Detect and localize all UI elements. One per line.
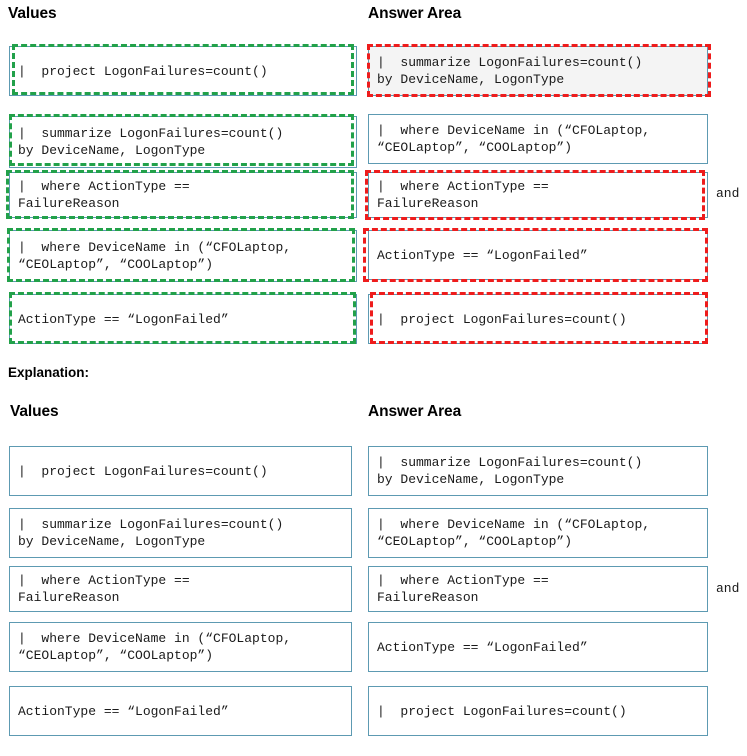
answer-slot[interactable]: | summarize LogonFailures=count() by Dev… (368, 446, 708, 496)
answer-slot-text: ActionType == “LogonFailed” (377, 247, 588, 263)
value-option[interactable]: | where DeviceName in (“CFOLaptop, “CEOL… (9, 622, 352, 672)
values-heading: Values (8, 5, 57, 22)
value-option[interactable]: | summarize LogonFailures=count() by Dev… (9, 508, 352, 558)
answer-area-heading: Answer Area (368, 403, 462, 420)
value-option-text: | summarize LogonFailures=count() by Dev… (18, 517, 284, 549)
answer-slot-text: | project LogonFailures=count() (377, 703, 627, 719)
value-option[interactable]: | where DeviceName in (“CFOLaptop, “CEOL… (9, 230, 357, 282)
value-option-text: ActionType == “LogonFailed” (18, 703, 229, 719)
value-option[interactable]: ActionType == “LogonFailed” (9, 294, 357, 344)
answer-slot-text: | summarize LogonFailures=count() by Dev… (377, 455, 643, 487)
and-label: and (716, 186, 740, 201)
answer-slot[interactable]: | where ActionType == FailureReason (368, 172, 708, 218)
answer-slot[interactable]: ActionType == “LogonFailed” (368, 622, 708, 672)
answer-slot-text: | where DeviceName in (“CFOLaptop, “CEOL… (377, 123, 651, 155)
and-label: and (716, 581, 740, 596)
value-option[interactable]: | project LogonFailures=count() (9, 446, 352, 496)
value-option-text: | where ActionType == FailureReason (18, 573, 190, 605)
value-option[interactable]: | where ActionType == FailureReason (9, 172, 357, 218)
answer-slot-text: | where DeviceName in (“CFOLaptop, “CEOL… (377, 517, 651, 549)
value-option-text: | project LogonFailures=count() (18, 463, 268, 479)
answer-slot-text: ActionType == “LogonFailed” (377, 639, 588, 655)
answer-slot[interactable]: | where ActionType == FailureReason (368, 566, 708, 612)
value-option[interactable]: | project LogonFailures=count() (9, 46, 357, 96)
value-option-text: ActionType == “LogonFailed” (18, 311, 229, 327)
answer-slot[interactable]: | project LogonFailures=count() (368, 294, 708, 344)
answer-slot-text: | where ActionType == FailureReason (377, 573, 549, 605)
explanation-label: Explanation: (8, 365, 90, 380)
value-option[interactable]: ActionType == “LogonFailed” (9, 686, 352, 736)
answer-slot[interactable]: | where DeviceName in (“CFOLaptop, “CEOL… (368, 114, 708, 164)
value-option-text: | where ActionType == FailureReason (18, 179, 190, 211)
answer-slot[interactable]: | where DeviceName in (“CFOLaptop, “CEOL… (368, 508, 708, 558)
value-option-text: | project LogonFailures=count() (18, 63, 268, 79)
value-option[interactable]: | summarize LogonFailures=count() by Dev… (9, 116, 357, 168)
value-option-text: | where DeviceName in (“CFOLaptop, “CEOL… (18, 631, 292, 663)
answer-slot[interactable]: | summarize LogonFailures=count() by Dev… (368, 46, 708, 96)
value-option[interactable]: | where ActionType == FailureReason (9, 566, 352, 612)
explanation-figure: Explanation: Values Answer Area | projec… (0, 360, 747, 756)
answer-slot-text: | project LogonFailures=count() (377, 311, 627, 327)
value-option-text: | summarize LogonFailures=count() by Dev… (18, 126, 284, 158)
value-option-text: | where DeviceName in (“CFOLaptop, “CEOL… (18, 240, 292, 272)
answer-slot-text: | summarize LogonFailures=count() by Dev… (377, 55, 643, 87)
answer-slot-text: | where ActionType == FailureReason (377, 179, 549, 211)
answer-slot[interactable]: | project LogonFailures=count() (368, 686, 708, 736)
annotated-figure: Values Answer Area | project LogonFailur… (0, 0, 747, 360)
values-heading: Values (10, 403, 59, 420)
answer-area-heading: Answer Area (368, 5, 462, 22)
answer-slot[interactable]: ActionType == “LogonFailed” (368, 230, 708, 280)
